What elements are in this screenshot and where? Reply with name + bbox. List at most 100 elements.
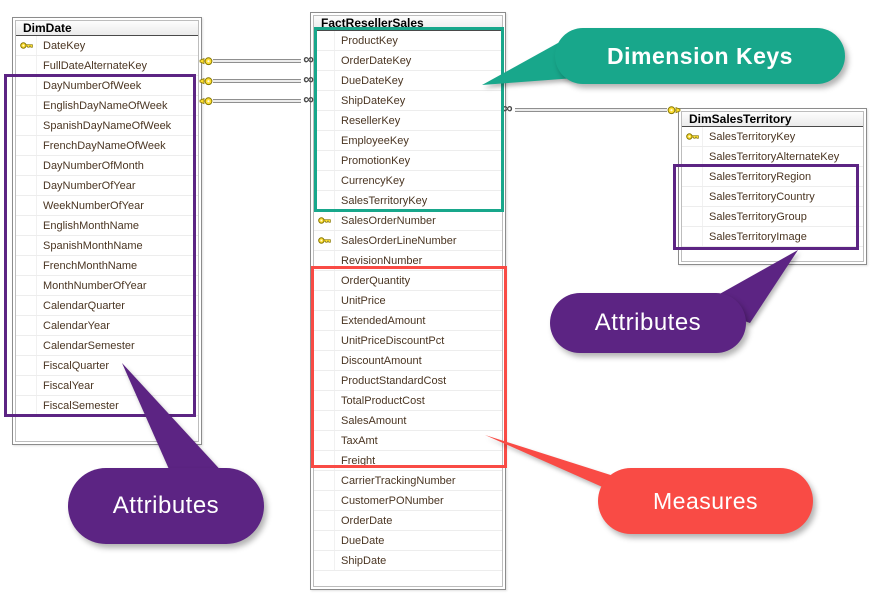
- field-row[interactable]: SalesTerritoryKey: [682, 127, 863, 147]
- callout-tail: [482, 38, 575, 85]
- field-name: ProductKey: [341, 34, 398, 47]
- field-row[interactable]: ShipDateKey: [314, 91, 502, 111]
- relationship-dimdate-duedatekey[interactable]: ∞: [199, 72, 314, 89]
- primary-key-icon: [16, 356, 37, 375]
- primary-key-icon: [314, 231, 335, 250]
- primary-key-icon: [16, 216, 37, 235]
- table-factresellersales-title[interactable]: FactResellerSales: [314, 16, 502, 31]
- table-dimsalesterritory-title[interactable]: DimSalesTerritory: [682, 112, 863, 127]
- primary-key-icon: [314, 391, 335, 410]
- field-row[interactable]: FullDateAlternateKey: [16, 56, 198, 76]
- primary-key-icon: [682, 207, 703, 226]
- field-row[interactable]: TotalProductCost: [314, 391, 502, 411]
- primary-key-icon: [314, 251, 335, 270]
- primary-key-icon: [16, 296, 37, 315]
- field-row[interactable]: Freight: [314, 451, 502, 471]
- relationship-fact-dimsalesterritory[interactable]: ∞: [502, 101, 681, 118]
- field-row[interactable]: DayNumberOfWeek: [16, 76, 198, 96]
- relationship-dimdate-shipdatekey[interactable]: ∞: [199, 92, 314, 109]
- field-row[interactable]: OrderDateKey: [314, 51, 502, 71]
- field-row[interactable]: SalesTerritoryAlternateKey: [682, 147, 863, 167]
- callout-bubble: Measures: [598, 468, 813, 534]
- primary-key-icon: [314, 431, 335, 450]
- field-row[interactable]: FrenchMonthName: [16, 256, 198, 276]
- field-row[interactable]: SpanishMonthName: [16, 236, 198, 256]
- field-name: ProductStandardCost: [341, 374, 447, 387]
- primary-key-icon: [314, 131, 335, 150]
- field-row[interactable]: FrenchDayNameOfWeek: [16, 136, 198, 156]
- field-name: EnglishDayNameOfWeek: [43, 99, 168, 112]
- field-row[interactable]: SalesAmount: [314, 411, 502, 431]
- field-row[interactable]: SalesOrderNumber: [314, 211, 502, 231]
- field-name: TotalProductCost: [341, 394, 425, 407]
- field-row[interactable]: SpanishDayNameOfWeek: [16, 116, 198, 136]
- field-row[interactable]: WeekNumberOfYear: [16, 196, 198, 216]
- field-row[interactable]: SalesOrderLineNumber: [314, 231, 502, 251]
- table-factresellersales[interactable]: FactResellerSales ProductKey: [310, 12, 506, 590]
- field-row[interactable]: CurrencyKey: [314, 171, 502, 191]
- field-name: TaxAmt: [341, 434, 378, 447]
- callout-attributes-right: Attributes: [545, 243, 810, 358]
- field-row[interactable]: DayNumberOfMonth: [16, 156, 198, 176]
- field-row[interactable]: CalendarQuarter: [16, 296, 198, 316]
- field-row[interactable]: ResellerKey: [314, 111, 502, 131]
- field-row[interactable]: ProductStandardCost: [314, 371, 502, 391]
- field-name: SpanishMonthName: [43, 239, 143, 252]
- field-row[interactable]: PromotionKey: [314, 151, 502, 171]
- field-name: CarrierTrackingNumber: [341, 474, 456, 487]
- field-row[interactable]: CalendarYear: [16, 316, 198, 336]
- field-name: SalesOrderLineNumber: [341, 234, 457, 247]
- field-name: FrenchMonthName: [43, 259, 138, 272]
- field-row[interactable]: CustomerPONumber: [314, 491, 502, 511]
- field-row[interactable]: SalesTerritoryGroup: [682, 207, 863, 227]
- field-row[interactable]: OrderDate: [314, 511, 502, 531]
- field-row[interactable]: DueDate: [314, 531, 502, 551]
- field-row[interactable]: OrderQuantity: [314, 271, 502, 291]
- field-name: DueDateKey: [341, 74, 404, 87]
- field-row[interactable]: ProductKey: [314, 31, 502, 51]
- field-row[interactable]: FiscalYear: [16, 376, 198, 396]
- field-row[interactable]: RevisionNumber: [314, 251, 502, 271]
- relationship-dimdate-orderdatekey[interactable]: ∞: [199, 52, 314, 69]
- field-row[interactable]: DueDateKey: [314, 71, 502, 91]
- field-row[interactable]: SalesTerritoryRegion: [682, 167, 863, 187]
- field-row[interactable]: EnglishMonthName: [16, 216, 198, 236]
- table-dimsalesterritory[interactable]: DimSalesTerritory SalesTerritoryKey: [678, 108, 867, 265]
- callout-bubble: Dimension Keys: [555, 28, 845, 84]
- field-row[interactable]: SalesTerritoryImage: [682, 227, 863, 247]
- primary-key-icon: [314, 71, 335, 90]
- primary-key-icon: [314, 491, 335, 510]
- field-row[interactable]: CarrierTrackingNumber: [314, 471, 502, 491]
- primary-key-icon: [314, 91, 335, 110]
- field-row[interactable]: ShipDate: [314, 551, 502, 571]
- field-row[interactable]: MonthNumberOfYear: [16, 276, 198, 296]
- field-row[interactable]: EnglishDayNameOfWeek: [16, 96, 198, 116]
- field-row[interactable]: DiscountAmount: [314, 351, 502, 371]
- field-name: SalesTerritoryGroup: [709, 210, 807, 223]
- table-dimdate-title[interactable]: DimDate: [16, 21, 198, 36]
- table-dimdate[interactable]: DimDate DateKey: [12, 17, 202, 445]
- field-row[interactable]: TaxAmt: [314, 431, 502, 451]
- field-row[interactable]: UnitPriceDiscountPct: [314, 331, 502, 351]
- field-name: DayNumberOfWeek: [43, 79, 142, 92]
- primary-key-icon: [314, 471, 335, 490]
- field-row[interactable]: EmployeeKey: [314, 131, 502, 151]
- field-name: DueDate: [341, 534, 385, 547]
- field-row[interactable]: FiscalQuarter: [16, 356, 198, 376]
- field-name: FiscalSemester: [43, 399, 119, 412]
- field-row[interactable]: CalendarSemester: [16, 336, 198, 356]
- field-name: SalesTerritoryKey: [341, 194, 428, 207]
- field-row[interactable]: SalesTerritoryCountry: [682, 187, 863, 207]
- field-row[interactable]: SalesTerritoryKey: [314, 191, 502, 211]
- callout-label: Attributes: [594, 309, 702, 336]
- primary-key-icon: [314, 411, 335, 430]
- field-row[interactable]: DateKey: [16, 36, 198, 56]
- primary-key-icon: [16, 336, 37, 355]
- field-name: UnitPriceDiscountPct: [341, 334, 445, 347]
- field-row[interactable]: ExtendedAmount: [314, 311, 502, 331]
- field-name: DayNumberOfYear: [43, 179, 136, 192]
- field-row[interactable]: DayNumberOfYear: [16, 176, 198, 196]
- field-row[interactable]: UnitPrice: [314, 291, 502, 311]
- field-name: CustomerPONumber: [341, 494, 444, 507]
